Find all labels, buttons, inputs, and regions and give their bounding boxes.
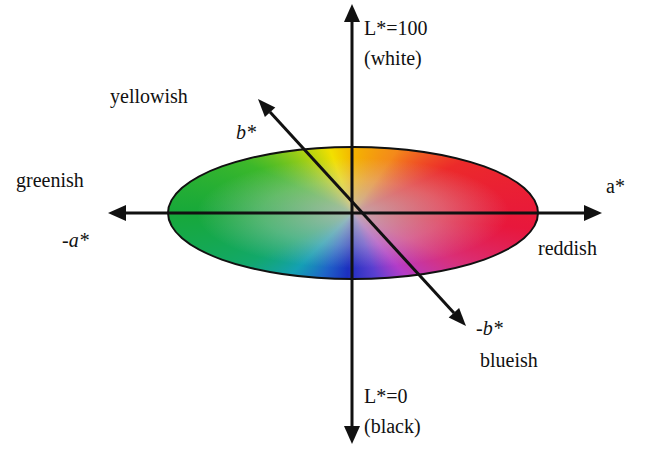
axis-label: (white) xyxy=(364,46,422,70)
axis-label: blueish xyxy=(480,348,538,372)
axis-label: L*=0 xyxy=(364,384,408,408)
l-axis xyxy=(351,20,354,428)
axis-label: -a* xyxy=(62,228,89,252)
axis-label: -b* xyxy=(476,316,503,340)
arrowhead xyxy=(108,205,126,221)
a-axis xyxy=(124,212,586,215)
arrowhead xyxy=(344,426,360,444)
axis-label: (black) xyxy=(364,414,421,438)
arrowhead xyxy=(344,4,360,22)
arrowhead xyxy=(449,308,466,326)
b-axis xyxy=(270,112,454,313)
arrowhead xyxy=(258,99,275,117)
axis-label: reddish xyxy=(538,236,597,260)
axis-label: a* xyxy=(606,174,625,198)
axis-label: b* xyxy=(236,120,256,144)
axis-label: L*=100 xyxy=(364,16,428,40)
axis-label: yellowish xyxy=(110,84,188,108)
axis-label: greenish xyxy=(16,168,84,192)
arrowhead xyxy=(584,205,602,221)
